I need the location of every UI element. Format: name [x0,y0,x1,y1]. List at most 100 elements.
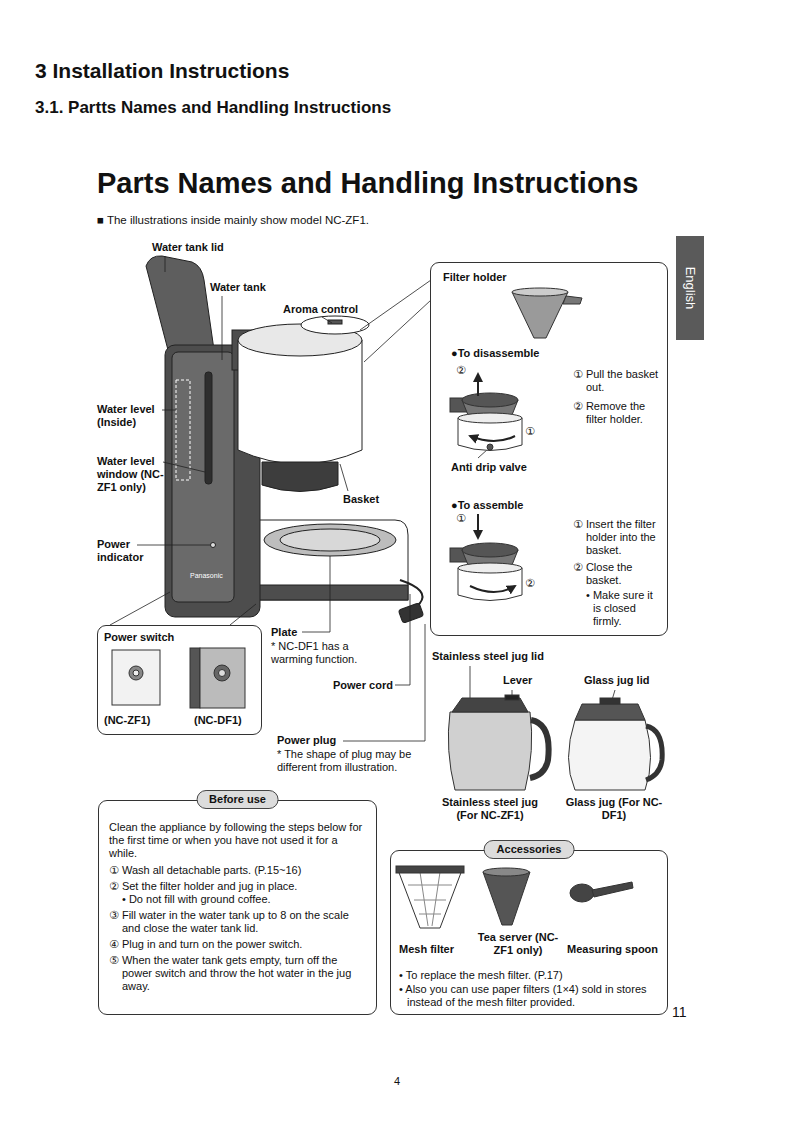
power-switch-picture [190,648,200,708]
power-switch-picture [129,666,143,680]
note-text: ■ The illustrations inside mainly show m… [97,213,369,227]
instruction-note: • Do not fill with ground coffee. [109,893,366,906]
part-label: Basket [343,493,379,506]
leader-line [322,317,332,323]
instruction-step: ② Remove the filter holder. [573,400,663,426]
part-label: Lever [503,674,532,687]
power-switch-picture [219,670,226,677]
part-label: Water tank [210,281,266,294]
accessory-label: Tea server (NC-ZF1 only) [469,931,567,957]
coffee-maker [264,524,396,556]
accessory-note: • To replace the mesh filter. (P.17) [399,969,661,982]
filter-holder-picture [512,292,568,338]
accessory-picture [396,866,633,928]
leader-line [470,666,471,698]
assemble-picture [450,514,522,601]
coffee-maker [146,256,214,350]
disassemble-picture [462,393,518,407]
tab-label: English [683,267,698,310]
section-tab-label: Accessories [497,843,562,856]
instruction-step: ① Wash all detachable parts. (P.15~16) [109,864,366,877]
subheading: ●To assemble [451,499,523,512]
jug-picture [448,712,531,790]
section-tab: Before use [196,790,279,809]
leader-line [222,296,223,360]
model-label: (NC-DF1) [194,714,242,727]
power-switch-picture [112,650,160,705]
filter-holder-picture [512,288,568,296]
intro-text: Clean the appliance by following the ste… [109,821,366,860]
callout-number: ① [456,512,466,525]
leader-line [512,690,513,695]
coffee-maker [238,340,362,464]
part-label: Glass jug (For NC-DF1) [562,796,666,822]
coffee-maker [262,462,338,492]
coffee-maker [146,256,424,623]
jug-picture [569,720,651,790]
accessory-picture [570,884,594,902]
power-switch-panel: Power switch(NC-ZF1)(NC-DF1) [97,625,262,735]
before-use-panel: Clean the appliance by following the ste… [98,800,377,1015]
filter-holder-picture [512,288,582,338]
jug-picture [505,695,519,700]
section-heading: 3 Installation Instructions [35,58,289,83]
leader-line [110,592,170,625]
accessory-picture [396,866,464,873]
coffee-maker [398,603,423,624]
leader-line [340,464,348,491]
disassemble-picture [458,413,522,423]
leader-line [165,256,166,272]
leader-line [364,300,431,362]
instruction-step: ⑤ When the water tank gets empty, turn o… [109,954,366,993]
filter-holder-picture [563,296,582,304]
callout-number: ② [456,364,466,377]
jug-picture [575,704,645,720]
instruction-note: • Make sure it is closed firmly. [573,589,663,628]
instruction-step: ① Pull the basket out. [573,368,663,394]
accessory-picture [398,870,462,928]
panel-heading: Filter holder [443,271,507,284]
leader-line [163,462,205,472]
power-switch-picture [214,665,230,681]
leader-line [162,410,176,411]
part-label: Power plug [277,734,336,747]
part-label: Stainless steel jug lid [432,650,544,663]
leader-line [395,594,410,685]
page-title: Parts Names and Handling Instructions [97,166,638,200]
accessory-note: • Also you can use paper filters (1×4) s… [399,983,661,1009]
disassemble-picture [477,374,479,396]
assemble-picture [470,586,515,592]
part-label: Anti drip valve [451,461,527,474]
instruction-step: ② Set the filter holder and jug in place… [109,880,366,893]
coffee-maker [176,380,190,480]
filter-holder-panel: Filter holder ●To disassemble ① Pull the b… [430,262,668,636]
part-label: Plate [271,626,297,639]
power-switch-picture [200,648,245,708]
instruction-step: ① Insert the filter holder into the bask… [573,518,663,557]
instruction-step: ④ Plug in and turn on the power switch. [109,938,366,951]
disassemble-picture [450,374,522,451]
subheading: ●To disassemble [451,347,539,360]
accessory-picture [483,872,530,925]
jug-picture [530,720,549,778]
coffee-maker [172,352,234,602]
jug-picture [448,695,662,790]
disassemble-picture [487,444,493,450]
jug-picture [646,726,662,780]
section-tab-label: Before use [209,793,266,806]
leader-line [137,545,210,546]
part-label: Water level window (NC-ZF1 only) [97,455,177,494]
power-switch-picture [133,670,139,676]
assemble-picture [458,563,522,573]
page-number: 4 [394,1075,400,1088]
accessory-picture [408,872,452,926]
accessory-picture [483,868,529,876]
callout-number: ② [525,577,535,590]
part-label: Power indicator [97,538,157,564]
leader-line [302,556,330,632]
note-text: * The shape of plug may be different fro… [277,748,417,774]
instruction-step: ② Close the basket. [573,561,663,587]
coffee-maker [280,529,380,551]
jug-picture [600,698,620,704]
